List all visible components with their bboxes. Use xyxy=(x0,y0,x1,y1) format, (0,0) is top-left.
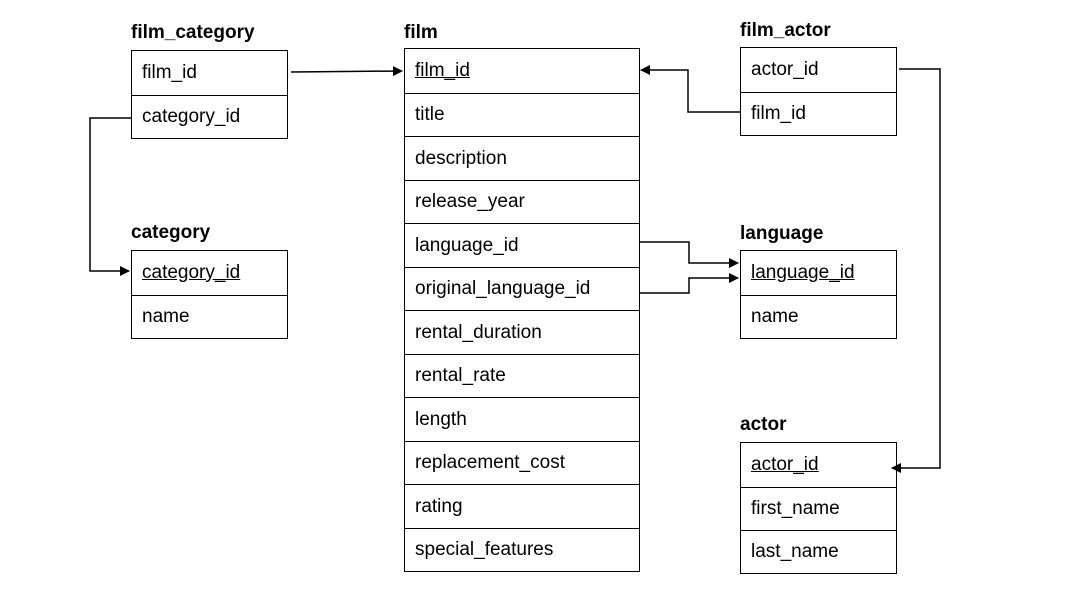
field-label: language_id xyxy=(415,234,519,256)
entity-fields-table: language_id name xyxy=(740,250,897,339)
field-row: name xyxy=(132,295,287,338)
entity-title: film xyxy=(404,22,438,43)
field-row: language_id xyxy=(405,223,639,267)
field-label: name xyxy=(751,306,799,327)
field-label: category_id xyxy=(142,106,241,127)
field-label: language_id xyxy=(751,262,855,283)
field-label: release_year xyxy=(415,191,525,212)
link-film-language-to-language xyxy=(640,241,739,268)
field-row: rental_duration xyxy=(405,310,639,354)
field-label: special_features xyxy=(415,539,554,560)
field-label: actor_id xyxy=(751,59,819,80)
field-row: special_features xyxy=(405,528,639,571)
field-label: replacement_cost xyxy=(415,452,565,473)
field-row: original_language_id xyxy=(405,267,639,310)
entity-fields-table: actor_id film_id xyxy=(740,47,897,136)
field-row: replacement_cost xyxy=(405,441,639,484)
field-label: last_name xyxy=(751,541,839,562)
field-label: title xyxy=(415,104,445,125)
primary-key-row: language_id xyxy=(741,251,896,295)
field-row: title xyxy=(405,93,639,136)
entity-fields-table: film_id title description release_year l… xyxy=(404,48,640,572)
link-film-category-to-category xyxy=(89,117,131,276)
field-label: actor_id xyxy=(751,454,819,475)
field-row: release_year xyxy=(405,180,639,223)
field-label: rental_rate xyxy=(415,365,506,386)
entity-fields-table: actor_id first_name last_name xyxy=(740,442,897,574)
field-label: film_id xyxy=(415,60,470,81)
entity-title: film_actor xyxy=(740,20,831,41)
field-row: description xyxy=(405,136,639,180)
field-label: rental_duration xyxy=(415,321,542,343)
link-film-category-to-film xyxy=(290,66,403,77)
field-row: rating xyxy=(405,484,639,528)
entity-title: language xyxy=(740,223,824,244)
primary-key-row: category_id xyxy=(132,251,287,295)
field-label: description xyxy=(415,147,507,169)
field-row: name xyxy=(741,295,896,338)
field-row: first_name xyxy=(741,487,896,530)
entity-fields-table: film_id category_id xyxy=(131,50,288,139)
link-film-original-language-to-language xyxy=(640,273,739,294)
field-label: category_id xyxy=(142,262,241,283)
field-row: length xyxy=(405,397,639,441)
field-label: film_id xyxy=(142,62,197,83)
entity-title: film_category xyxy=(131,22,255,43)
entity-title: category xyxy=(131,222,211,243)
link-film-actor-to-film xyxy=(640,65,740,113)
field-row: rental_rate xyxy=(405,354,639,397)
entity-title: actor xyxy=(740,414,787,435)
field-row: film_id xyxy=(741,92,896,135)
entity-fields-table: category_id name xyxy=(131,250,288,339)
primary-key-row: actor_id xyxy=(741,443,896,487)
field-label: film_id xyxy=(751,103,806,124)
primary-key-row: film_id xyxy=(405,49,639,93)
field-row: actor_id xyxy=(741,48,896,92)
link-film-actor-to-actor xyxy=(891,68,941,473)
field-label: first_name xyxy=(751,498,840,519)
field-label: length xyxy=(415,408,467,430)
field-row: last_name xyxy=(741,530,896,573)
field-label: original_language_id xyxy=(415,278,591,299)
field-label: name xyxy=(142,306,190,327)
field-label: rating xyxy=(415,495,463,517)
field-row: film_id xyxy=(132,51,287,95)
field-row: category_id xyxy=(132,95,287,138)
